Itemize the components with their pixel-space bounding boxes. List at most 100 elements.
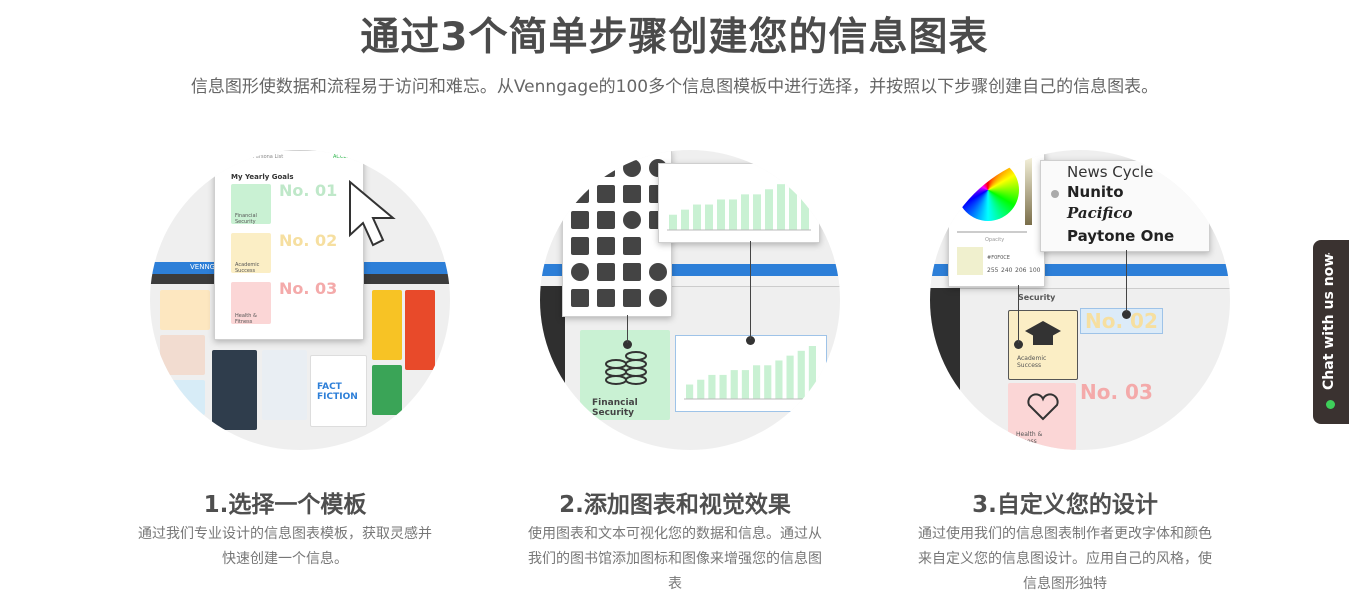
chat-widget[interactable]: ··· Chat with us now <box>1313 240 1349 424</box>
goal-number: No. 02 <box>279 231 338 250</box>
template-thumbnail[interactable] <box>212 350 257 430</box>
item-number: No. 03 <box>1080 380 1153 404</box>
chart-bar <box>730 370 738 399</box>
step-3-illustration: Security Academic Success No. 02 Health … <box>930 150 1230 450</box>
goal-label: Financial Security <box>235 213 257 225</box>
icon-library-panel[interactable] <box>562 150 672 317</box>
chart-bar <box>669 214 677 230</box>
chart-bar <box>786 355 794 399</box>
chart-bar <box>764 365 772 399</box>
connector-line <box>627 315 628 343</box>
template-preview-card[interactable]: GOALS Persona List ACCEPT My Yearly Goal… <box>214 150 364 340</box>
app-subbar <box>540 276 840 287</box>
chart-bar <box>765 189 773 230</box>
chart-bar <box>686 384 694 399</box>
chart-bar <box>789 179 797 230</box>
chart-bar <box>681 209 689 230</box>
goals-tag-label: GOALS <box>225 154 243 160</box>
heart-icon <box>1027 393 1059 421</box>
app-sidebar <box>930 288 960 450</box>
item-number[interactable]: No. 02 <box>1080 308 1163 334</box>
goal-label: Health & Fitness <box>235 313 257 325</box>
template-thumbnail[interactable] <box>160 335 205 375</box>
graduation-cap-icon <box>1025 321 1061 345</box>
step-1-illustration: VENNGAGE FACT FICTION GOALS Persona List… <box>150 150 450 450</box>
rgb-a[interactable]: 100 <box>1029 267 1041 274</box>
template-thumbnail[interactable] <box>372 365 402 415</box>
goals-tag <box>223 154 245 161</box>
online-status-icon <box>1326 400 1335 409</box>
goal-icon-box <box>231 184 271 224</box>
color-wheel[interactable] <box>957 159 1019 221</box>
font-option[interactable]: Nunito <box>1067 183 1124 201</box>
more-icon[interactable]: ··· <box>1327 247 1331 271</box>
bar-chart-top <box>667 174 811 231</box>
font-option[interactable]: News Cycle <box>1067 163 1154 181</box>
chart-bar <box>741 370 749 399</box>
template-thumbnail[interactable] <box>160 290 210 330</box>
connector-line <box>1018 285 1019 343</box>
chart-bar <box>729 199 737 230</box>
template-thumbnail[interactable] <box>405 290 435 370</box>
step-1-description: 通过我们专业设计的信息图表模板，获取灵感并快速创建一个信息。 <box>138 526 432 567</box>
chart-bar <box>753 365 761 399</box>
icon-grid <box>571 159 667 307</box>
template-thumbnail[interactable] <box>310 355 367 427</box>
opacity-label: Opacity <box>985 237 1005 243</box>
font-option[interactable]: Paytone One <box>1067 227 1175 245</box>
bar-chart-card[interactable] <box>675 335 827 412</box>
thumbnail-text: FACT FICTION <box>317 382 358 402</box>
connector-dot <box>623 340 632 349</box>
chart-bar <box>697 379 705 399</box>
page-title: 通过3个简单步骤创建您的信息图表 <box>360 15 989 60</box>
opacity-slider[interactable] <box>957 231 1027 233</box>
goal-icon-box <box>231 233 271 273</box>
connector-dot <box>746 336 755 345</box>
step-2-illustration: Financial Security <box>540 150 840 450</box>
chart-bar <box>801 174 809 230</box>
goal-number: No. 03 <box>279 279 338 298</box>
chart-bar <box>708 374 716 399</box>
rgb-r[interactable]: 255 <box>987 267 999 274</box>
font-picker-panel[interactable]: News Cycle Nunito Pacifico Paytone One <box>1040 160 1210 252</box>
color-picker-panel[interactable]: Opacity #F0F0CE 255 240 206 100 <box>948 150 1045 287</box>
step-2-title: 2.添加图表和视觉效果 <box>559 492 791 518</box>
step-3-title: 3.自定义您的设计 <box>972 492 1158 518</box>
chart-bar <box>717 199 725 230</box>
connector-line <box>1126 250 1127 312</box>
health-icon-box[interactable]: Health & Fitness <box>1008 383 1076 450</box>
chart-bar <box>705 204 713 230</box>
font-option[interactable]: Pacifico <box>1067 204 1133 222</box>
chart-bar <box>808 346 816 399</box>
chart-bar <box>753 194 761 230</box>
accept-link[interactable]: ACCEPT <box>333 154 353 160</box>
item-label: Health & Fitness <box>1016 431 1043 445</box>
chat-label[interactable]: Chat with us now <box>1321 253 1337 390</box>
bar-chart-bottom <box>684 346 818 400</box>
selected-indicator <box>1051 190 1059 198</box>
chart-bar <box>797 350 805 399</box>
color-swatch[interactable] <box>957 247 983 275</box>
chart-bar <box>741 194 749 230</box>
icon-card-label: Financial Security <box>592 398 638 418</box>
chart-bar <box>775 360 783 399</box>
rgb-b[interactable]: 206 <box>1015 267 1027 274</box>
chart-bar <box>719 374 727 399</box>
app-sidebar <box>540 286 565 450</box>
hex-value[interactable]: #F0F0CE <box>987 255 1010 261</box>
goal-icon-box <box>231 282 271 324</box>
step-2-description: 使用图表和文本可视化您的数据和信息。通过从我们的图书馆添加图标和图像来增强您的信… <box>528 526 822 592</box>
template-thumbnail[interactable] <box>262 350 307 420</box>
page-subtitle: 信息图形使数据和流程易于访问和难忘。从Venngage的100多个信息图模板中进… <box>190 77 1159 97</box>
bar-chart-card[interactable] <box>658 163 820 243</box>
brand-label: VENNGAGE <box>190 263 230 271</box>
template-thumbnail[interactable] <box>160 380 205 415</box>
chart-bar <box>777 184 785 230</box>
brightness-slider[interactable] <box>1025 157 1032 225</box>
connector-line <box>750 241 751 339</box>
rgb-g[interactable]: 240 <box>1001 267 1013 274</box>
chart-bar <box>693 204 701 230</box>
persona-tab[interactable]: Persona List <box>253 154 284 160</box>
template-thumbnail[interactable] <box>372 290 402 360</box>
item-top-label: Security <box>1018 293 1056 302</box>
